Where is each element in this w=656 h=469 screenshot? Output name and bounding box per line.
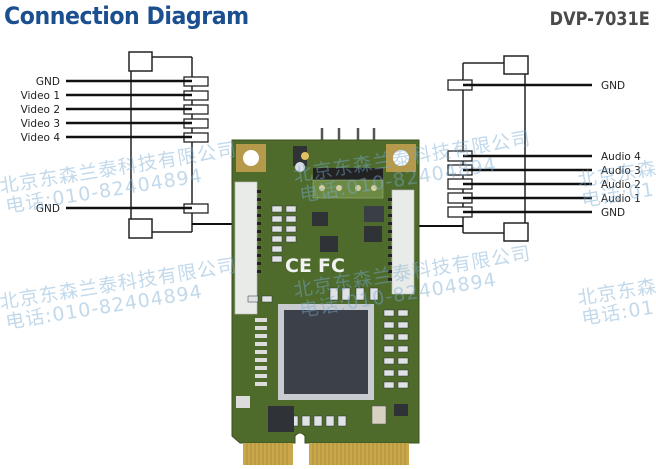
pin-label: Audio 3 [601,165,641,177]
mounting-hole-left [243,150,259,166]
pin-label: Video 3 [21,118,60,130]
connector-latch-top [503,55,529,75]
pin-label: GND [601,80,625,92]
gold-fingers-left [243,443,293,465]
ic-small [312,212,328,226]
connector-latch-bottom [128,218,153,239]
ic-small [320,236,338,252]
header-base [313,168,383,180]
audio-socket [391,189,415,295]
ic-small [364,206,384,222]
connector-latch-bottom [503,222,529,242]
pin-label: Audio 4 [601,151,641,163]
gold-fingers-right [309,443,409,465]
audio-wires [418,83,592,227]
pin-label: Video 2 [21,104,60,116]
ic-small [268,406,294,432]
model-number: DVP-7031E [549,8,650,30]
video-socket [234,181,258,315]
connector-latch-top [128,51,153,72]
pin-label: Audio 1 [601,193,641,205]
ic-small [364,226,382,242]
ce-mark: CE [285,255,312,277]
video-wires [66,79,234,225]
diagram-title: Connection Diagram [4,2,249,30]
pin-label: GND [36,203,60,215]
main-chip [284,310,368,394]
pin-label: Video 4 [21,132,61,144]
ic-small [394,404,408,416]
audio-pin-labels: GND Audio 4 Audio 3 Audio 2 Audio 1 GND [601,80,641,219]
pin-label: GND [601,207,625,219]
video-pin-labels: GND Video 1 Video 2 Video 3 Video 4 GND [21,76,61,215]
pin-label: Video 1 [21,90,60,102]
pin-label: Audio 2 [601,179,641,191]
mounting-hole-right [393,150,409,166]
fcc-mark: FC [318,255,345,277]
video-connector [128,51,209,239]
audio-connector [447,55,529,242]
pin-label: GND [36,76,60,88]
pcb-board: CE FC [231,128,420,465]
